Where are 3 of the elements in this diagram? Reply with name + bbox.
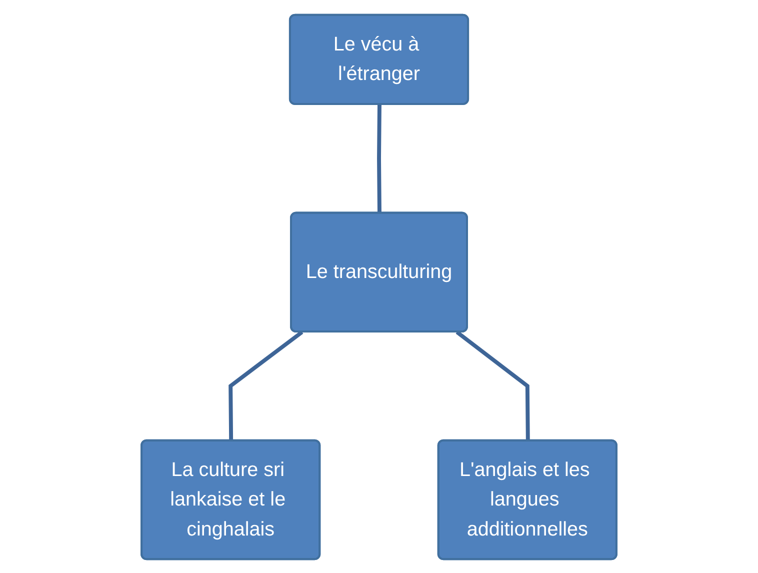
- connector: [456, 330, 530, 440]
- connector: [228, 330, 304, 440]
- connector: [377, 104, 382, 213]
